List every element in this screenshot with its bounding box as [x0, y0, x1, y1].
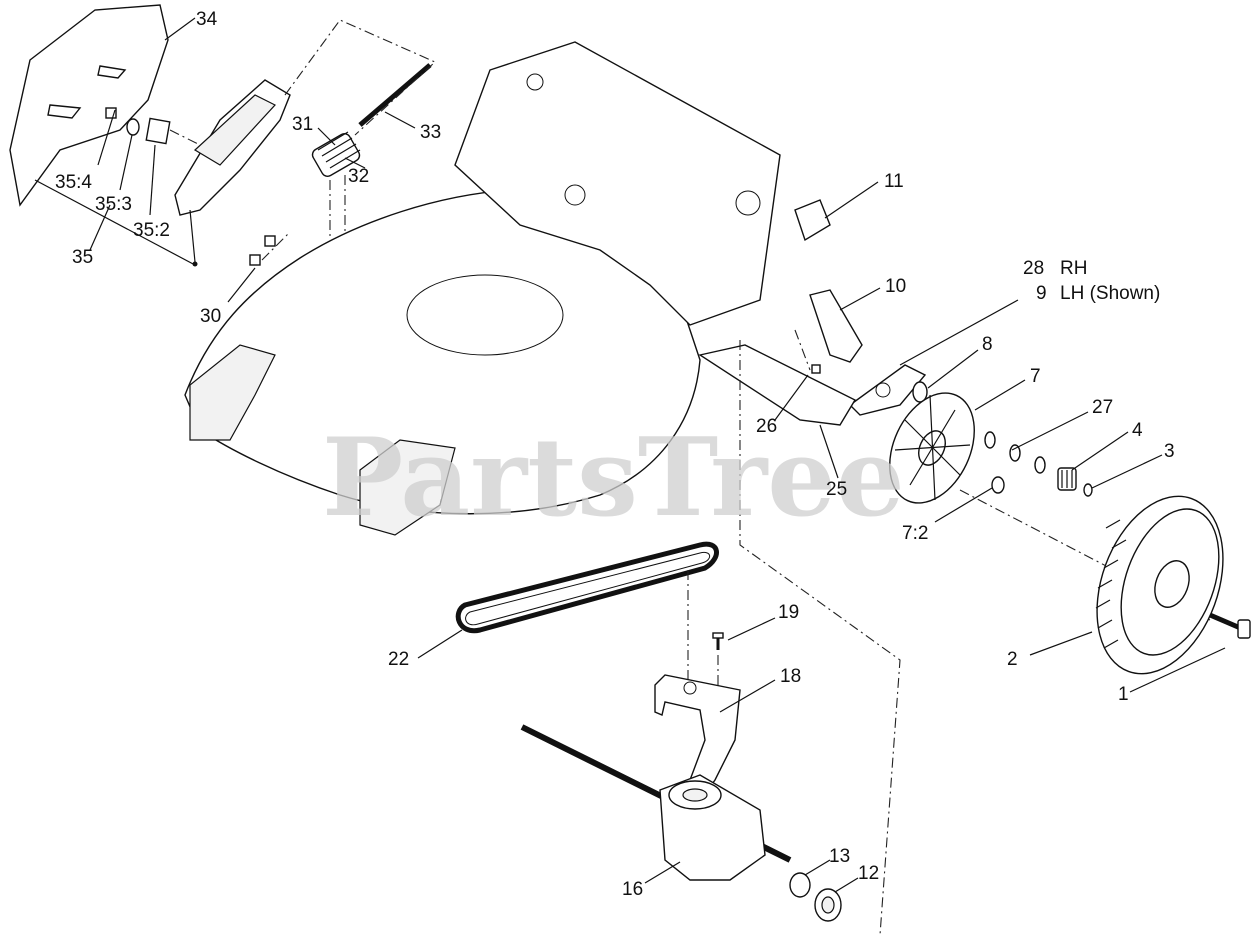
retaining-ring-3[interactable]	[1083, 483, 1093, 497]
drive-belt[interactable]	[455, 541, 719, 634]
screw-19[interactable]	[712, 632, 724, 650]
rear-baffle	[359, 439, 456, 536]
callout-10[interactable]: 10	[885, 276, 906, 297]
callout-8[interactable]: 8	[982, 334, 993, 355]
bolt-35-4[interactable]	[105, 107, 117, 119]
wheel[interactable]	[1074, 479, 1246, 692]
callout-30[interactable]: 30	[200, 306, 221, 327]
callout-18[interactable]: 18	[780, 666, 801, 687]
leader-lines	[34, 17, 1226, 893]
callout-7-2[interactable]: 7:2	[902, 523, 928, 544]
callout-31[interactable]: 31	[292, 114, 313, 135]
callout-9-side: LH (Shown)	[1060, 283, 1160, 304]
callout-27[interactable]: 27	[1092, 397, 1113, 418]
bolt-26[interactable]	[811, 364, 821, 374]
watermark: PartsTree	[322, 415, 905, 541]
callout-26[interactable]: 26	[756, 416, 777, 437]
callout-7[interactable]: 7	[1030, 366, 1041, 387]
callout-28[interactable]: 28	[1023, 258, 1044, 279]
callout-1[interactable]: 1	[1118, 684, 1129, 705]
washer-8[interactable]	[912, 381, 928, 403]
callout-35-3[interactable]: 35:3	[95, 194, 132, 215]
torsion-spring[interactable]	[310, 131, 361, 179]
callout-9[interactable]: 9	[1036, 283, 1047, 304]
pinion-gear-4[interactable]	[1057, 467, 1077, 491]
callout-3[interactable]: 3	[1164, 441, 1175, 462]
callout-16[interactable]: 16	[622, 879, 643, 900]
callout-35-2[interactable]: 35:2	[133, 220, 170, 241]
callout-28-side: RH	[1060, 258, 1087, 279]
deck-handle-mount	[454, 41, 781, 326]
wheel-bolt[interactable]	[1209, 612, 1251, 639]
hinge-rod[interactable]	[358, 63, 432, 127]
washers-27[interactable]	[984, 431, 1046, 474]
bracket-plate-35-2[interactable]	[145, 117, 171, 145]
callout-12[interactable]: 12	[858, 863, 879, 884]
bolt-dash-axis	[794, 329, 811, 371]
transmission[interactable]	[659, 774, 766, 881]
callout-35[interactable]: 35	[72, 247, 93, 268]
callout-25[interactable]: 25	[826, 479, 847, 500]
deck-opening	[406, 274, 564, 356]
flap-hinge-bracket[interactable]	[174, 79, 291, 216]
rear-flap[interactable]	[9, 4, 169, 207]
drive-wheel-hub[interactable]	[873, 379, 991, 516]
callout-35-4[interactable]: 35:4	[55, 172, 92, 193]
rear-axle-cover[interactable]	[698, 344, 856, 426]
screw-30[interactable]	[249, 235, 276, 266]
bushing-13[interactable]	[789, 872, 811, 898]
callout-11[interactable]: 11	[884, 171, 904, 192]
deck-left-flap	[189, 344, 276, 441]
callout-labels: 34 35:4 35:3 35:2 35 31 32 33 30 11 10 2…	[55, 9, 1175, 900]
callout-34[interactable]: 34	[196, 9, 218, 30]
screw-dash-axis	[261, 231, 291, 261]
assembly-dash-path	[739, 340, 901, 936]
callout-4[interactable]: 4	[1132, 420, 1143, 441]
callout-19[interactable]: 19	[778, 602, 799, 623]
washer-7-2[interactable]	[991, 476, 1005, 494]
callout-13[interactable]: 13	[829, 846, 850, 867]
height-adjust-knob[interactable]	[794, 199, 831, 242]
mower-deck[interactable]	[184, 41, 781, 536]
callout-33[interactable]: 33	[420, 122, 441, 143]
callout-2[interactable]: 2	[1007, 649, 1018, 670]
rod-dash-path	[284, 19, 436, 136]
hinge-dash-axis	[169, 129, 201, 146]
callout-32[interactable]: 32	[348, 166, 369, 187]
bearing-12[interactable]	[814, 888, 842, 922]
callout-22[interactable]: 22	[388, 649, 409, 670]
washer-35-3[interactable]	[126, 118, 140, 136]
height-adjust-lever[interactable]	[809, 289, 863, 363]
